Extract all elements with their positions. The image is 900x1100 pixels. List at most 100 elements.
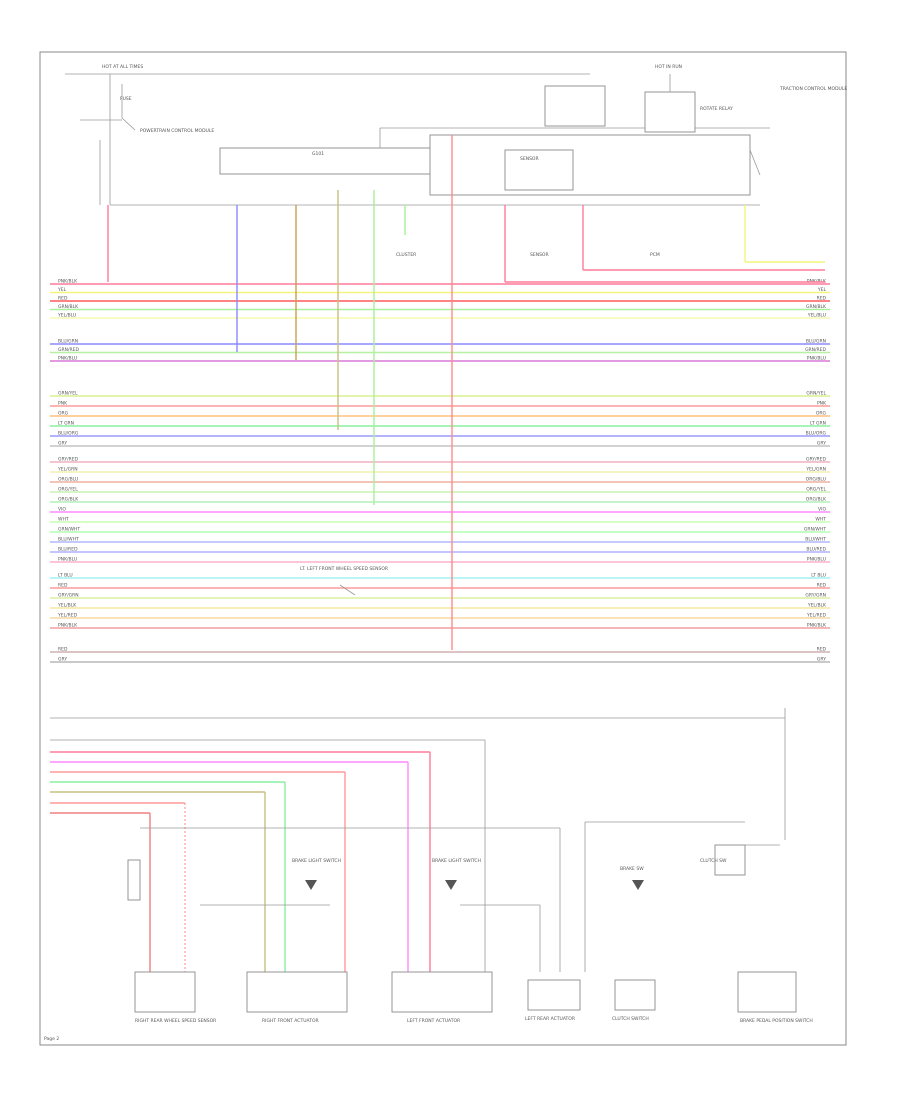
bus-label-right: LT BLU xyxy=(811,573,826,579)
page-number: Page 2 xyxy=(44,1036,59,1042)
bus-label-left: PNK/BLK xyxy=(58,279,78,285)
bus-label-right: GRY xyxy=(817,441,826,447)
hot-at-all-times-label: HOT AT ALL TIMES xyxy=(102,64,143,70)
bus-label-right: RED xyxy=(817,296,827,302)
bus-label-right: ORG/BLU xyxy=(806,477,826,483)
bus-label-right: BLU/RED xyxy=(806,547,826,553)
left-front-actuator-box xyxy=(391,971,493,1013)
bus-label-left: GRY xyxy=(58,657,67,663)
module-note-label: POWERTRAIN CONTROL MODULE xyxy=(140,128,214,134)
bus-label-right: GRN/YEL xyxy=(806,391,826,397)
sensor-b-label: SENSOR xyxy=(530,252,549,258)
ground-symbol-icon xyxy=(632,880,644,890)
bus-label-left: BLU/ORG xyxy=(58,431,79,437)
clutch-switch-box xyxy=(614,979,656,1011)
bus-label-left: RED xyxy=(58,583,68,589)
bus-label-right: GRY/RED xyxy=(806,457,827,463)
bus-label-right: BLU/GRN xyxy=(806,339,826,345)
mid-note-label: LT. LEFT FRONT WHEEL SPEED SENSOR xyxy=(300,566,388,572)
bus-label-right: PNK/BLU xyxy=(807,557,826,563)
sensor-label: BRAKE SW xyxy=(620,866,644,872)
bus-label-right: RED xyxy=(817,647,827,653)
bus-label-right: GRY xyxy=(817,657,826,663)
sensor-label: BRAKE LIGHT SWITCH xyxy=(432,858,481,864)
bus-label-left: GRN/WHT xyxy=(58,527,80,533)
bus-label-left: ORG/BLU xyxy=(58,477,78,483)
right-front-actuator-box xyxy=(246,971,348,1013)
ground-symbol-icon xyxy=(305,880,317,890)
lower-component-section: BRAKE LIGHT SWITCH BRAKE LIGHT SWITCH BR… xyxy=(50,708,813,1024)
bus-label-right: LT GRN xyxy=(810,421,826,427)
bus-label-left: WHT xyxy=(58,517,69,523)
ground-label: G101 xyxy=(312,151,324,157)
bus-label-right: YEL/GRN xyxy=(805,467,826,473)
bus-label-right: BLU/ORG xyxy=(806,431,827,437)
bus-label-left: PNK xyxy=(58,401,68,407)
bus-label-left: YEL/BLK xyxy=(57,603,77,609)
bus-label-right: VIO xyxy=(818,507,826,513)
bus-label-right: ORG/YEL xyxy=(806,487,826,493)
bus-label-left: RED xyxy=(58,296,68,302)
bus-label-left: GRN/YEL xyxy=(58,391,78,397)
bus-label-left: ORG/BLK xyxy=(58,497,79,503)
bus-label-left: GRN/RED xyxy=(58,347,79,353)
bus-label-right: GRY/GRN xyxy=(805,593,826,599)
bus-label-right: YEL xyxy=(817,287,827,293)
bus-label-left: ORG xyxy=(58,411,69,417)
bus-label-left: GRY xyxy=(58,441,67,447)
bus-label-right: ORG xyxy=(816,411,827,417)
brake-pedal-switch-box xyxy=(737,971,797,1013)
bus-label-left: VIO xyxy=(58,507,66,513)
bus-label-left: GRY/RED xyxy=(58,457,79,463)
component-label: RIGHT REAR WHEEL SPEED SENSOR xyxy=(135,1018,216,1024)
component-label: RIGHT FRONT ACTUATOR xyxy=(262,1018,319,1024)
cluster-label: CLUSTER xyxy=(396,252,416,258)
right-rear-sensor-box xyxy=(134,971,196,1013)
bus-label-right: BLU/WHT xyxy=(805,537,826,543)
bus-label-left: BLU/WHT xyxy=(58,537,79,543)
bus-label-left: RED xyxy=(58,647,68,653)
bus-label-left: PNK/BLU xyxy=(58,356,77,362)
bus-label-left: LT BLU xyxy=(58,573,73,579)
fuse-label: FUSE xyxy=(120,96,132,102)
bus-label-left: YEL/RED xyxy=(57,613,78,619)
bus-label-right: YEL/BLU xyxy=(807,313,826,319)
bus-label-left: BLU/GRN xyxy=(58,339,78,345)
sensor-a-label: SENSOR xyxy=(520,156,539,162)
left-rear-actuator-box xyxy=(527,979,581,1011)
bus-label-left: PNK/BLK xyxy=(58,623,78,629)
rotate-relay-label: ROTATE RELAY xyxy=(700,106,733,112)
sensor-label: CLUTCH SW xyxy=(700,858,727,864)
bus-label-left: LT GRN xyxy=(58,421,74,427)
bus-label-right: YEL/RED xyxy=(806,613,827,619)
bus-label-right: GRN/RED xyxy=(805,347,826,353)
bus-label-left: BLU/RED xyxy=(58,547,78,553)
bus-label-left: GRN/BLK xyxy=(58,304,79,310)
bus-label-right: PNK/BLK xyxy=(807,623,827,629)
bus-label-left: PNK/BLU xyxy=(58,557,77,563)
bus-label-right: GRN/WHT xyxy=(804,527,826,533)
component-label: LEFT FRONT ACTUATOR xyxy=(407,1018,460,1024)
component-label: BRAKE PEDAL POSITION SWITCH xyxy=(740,1018,813,1024)
ground-symbol-icon xyxy=(445,880,457,890)
hot-in-run-label: HOT IN RUN xyxy=(655,64,682,70)
bus-label-right: ORG/BLK xyxy=(806,497,827,503)
bus-label-right: WHT xyxy=(815,517,826,523)
sensor-label: BRAKE LIGHT SWITCH xyxy=(292,858,341,864)
bus-label-right: PNK xyxy=(817,401,827,407)
bus-layer: PNK/BLKPNK/BLKYELYELREDREDGRN/BLKGRN/BLK… xyxy=(50,279,830,663)
bus-label-left: GRY/GRN xyxy=(58,593,79,599)
bus-label-right: RED xyxy=(817,583,827,589)
component-label: CLUTCH SWITCH xyxy=(612,1016,649,1022)
component-label: LEFT REAR ACTUATOR xyxy=(525,1016,575,1022)
right-note-label: TRACTION CONTROL MODULE xyxy=(779,86,847,92)
top-module-section: HOT AT ALL TIMES HOT IN RUN FUSE ROTATE … xyxy=(65,64,847,258)
bus-label-right: PNK/BLU xyxy=(807,356,826,362)
diagram-frame xyxy=(39,51,847,1046)
bus-label-left: YEL xyxy=(57,287,67,293)
bus-label-left: ORG/YEL xyxy=(58,487,78,493)
bus-label-left: YEL/BLU xyxy=(57,313,76,319)
riser-wires xyxy=(107,135,825,650)
pcm-block-label: PCM xyxy=(650,252,660,258)
